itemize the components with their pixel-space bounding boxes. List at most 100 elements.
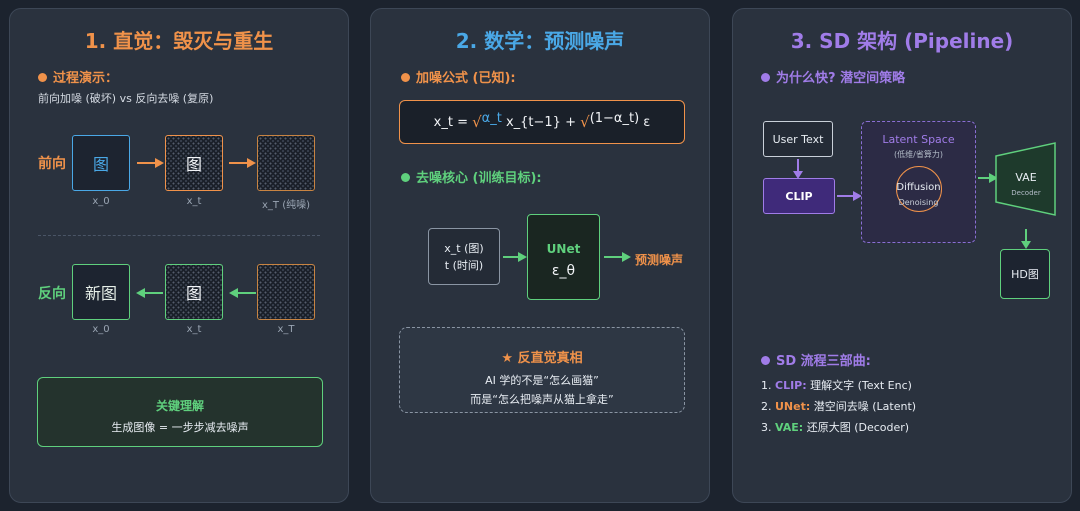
step-number: 1. [761,379,775,392]
process-demo-label: 过程演示： [53,71,119,86]
denoising-label: Denoising [898,198,939,207]
step-number: 2. [761,400,775,413]
forward-xT-label: x_T (纯噪) [261,200,310,211]
backward-xt-label: x_t [186,324,202,335]
formula-alpha: α_t [481,110,502,126]
diffusion-circle [896,166,942,212]
step-name-vae: VAE: [775,421,804,434]
step-text: 理解文字 (Text Enc) [806,379,912,392]
key-understanding-title: 关键理解 [155,399,204,413]
user-text-label: User Text [772,132,824,146]
down-arrow-icon [1021,229,1031,249]
denoise-core-heading: 去噪核心 (训练目标): [401,167,542,186]
sd-step-item: 1. CLIP: 理解文字 (Text Enc) [761,377,912,393]
unet-title: UNet [546,242,581,256]
panel-math: 2. 数学：预测噪声 加噪公式 (已知): x_t = √α_t x_{t−1}… [370,8,710,503]
predicted-noise-label: 预测噪声 [635,253,684,267]
formula-one-minus-alpha: (1−α_t) [589,110,640,126]
unet-input-box: x_t (图) t (时间) [428,228,500,285]
noise-formula-heading: 加噪公式 (已知): [401,67,516,86]
process-demo-heading: 过程演示： [38,67,118,86]
sd-step-item: 2. UNet: 潜空间去噪 (Latent) [761,398,916,414]
backward-arrow-icon [229,288,256,298]
formula-part: x_{t−1} + [501,114,581,130]
clip-box: CLIP [763,178,835,214]
panel3-title: 3. SD 架构 (Pipeline) [790,29,1014,53]
insight-box: ★ 反直觉真相 AI 学的不是“怎么画猫” 而是“怎么把噪声从猫上拿走” [399,327,685,413]
sd-steps-heading: SD 流程三部曲: [761,350,871,369]
backward-arrow-icon [136,288,163,298]
right-arrow-icon [837,191,862,201]
step-number: 3. [761,421,775,434]
why-fast-label: 为什么快? 潜空间策略 [776,71,906,86]
insight-line-2: 而是“怎么把噪声从猫上拿走” [470,393,614,406]
new-image-char: 新图 [84,284,117,303]
panel1-title: 1. 直觉：毁灭与重生 [84,29,274,53]
process-description: 前向加噪 (破坏) vs 反向去噪 (复原) [38,92,214,105]
key-understanding-box: 关键理解 生成图像 = 一步步减去噪声 [37,377,323,447]
forward-image-xt: 图 [165,135,223,191]
clip-label: CLIP [785,189,813,203]
insight-title: ★ 反直觉真相 [501,351,583,366]
sqrt-symbol: √ [472,113,482,131]
forward-xt-label: x_t [186,196,202,207]
panel2-title: 2. 数学：预测噪声 [455,29,625,53]
step-name-unet: UNet: [775,400,811,413]
backward-x0-label: x_0 [92,324,110,335]
image-char: 图 [185,155,202,174]
orange-bullet-icon [38,73,47,82]
forward-arrow-icon [137,158,164,168]
forward-arrow-icon [229,158,256,168]
denoise-core-label: 去噪核心 (训练目标): [416,171,542,186]
why-fast-heading: 为什么快? 潜空间策略 [761,67,905,86]
backward-image-x0: 新图 [72,264,130,320]
image-char: 图 [92,155,109,174]
hd-image-label: HD图 [1011,268,1039,281]
forward-x0-label: x_0 [92,196,110,207]
backward-image-xT [257,264,315,320]
latent-space-subtitle: (低维/省算力) [894,150,943,159]
formula-part: x_t = [433,114,473,130]
input-time-line: t (时间) [444,259,484,272]
input-arrow-icon [503,252,527,262]
sd-steps-label: SD 流程三部曲: [776,354,871,369]
down-arrow-icon [793,159,803,179]
user-text-box: User Text [763,121,833,157]
noise-formula-label: 加噪公式 (已知): [416,71,516,86]
orange-bullet-icon [401,73,410,82]
latent-space-box: Latent Space (低维/省算力) Diffusion Denoisin… [861,121,976,243]
output-arrow-icon [604,252,631,262]
purple-bullet-icon [761,73,770,82]
vae-decoder-shape [995,142,1056,216]
insight-line-1: AI 学的不是“怎么画猫” [485,374,599,387]
diffusion-label: Diffusion [896,182,941,193]
hd-image-box: HD图 [1000,249,1050,299]
forward-image-x0: 图 [72,135,130,191]
formula-box: x_t = √α_t x_{t−1} + √(1−α_t) ε [399,100,685,144]
panel-architecture: 3. SD 架构 (Pipeline) 为什么快? 潜空间策略 User Tex… [732,8,1072,503]
step-name-clip: CLIP: [775,379,807,392]
decoder-label: Decoder [1011,189,1041,197]
row-divider [38,235,320,236]
green-bullet-icon [401,173,410,182]
unet-epsilon: ε_θ [551,263,576,279]
step-text: 还原大图 (Decoder) [803,421,910,434]
step-text: 潜空间去噪 (Latent) [810,400,917,413]
right-arrow-icon [978,173,998,183]
key-understanding-text: 生成图像 = 一步步减去噪声 [111,421,249,434]
sqrt-symbol: √ [580,113,590,131]
latent-space-title: Latent Space [882,133,955,146]
backward-label: 反向 [38,286,66,302]
vae-label: VAE [1015,171,1037,184]
backward-image-xt: 图 [165,264,223,320]
purple-bullet-icon [761,356,770,365]
forward-label: 前向 [38,156,66,172]
panel-intuition: 1. 直觉：毁灭与重生 过程演示： 前向加噪 (破坏) vs 反向去噪 (复原)… [9,8,349,503]
backward-xT-label: x_T [277,324,295,335]
formula-part: ε [639,114,651,130]
forward-image-xT [257,135,315,191]
sd-step-item: 3. VAE: 还原大图 (Decoder) [761,419,909,435]
input-image-line: x_t (图) [444,242,484,255]
unet-box: UNet ε_θ [527,214,600,300]
image-char: 图 [185,284,202,303]
